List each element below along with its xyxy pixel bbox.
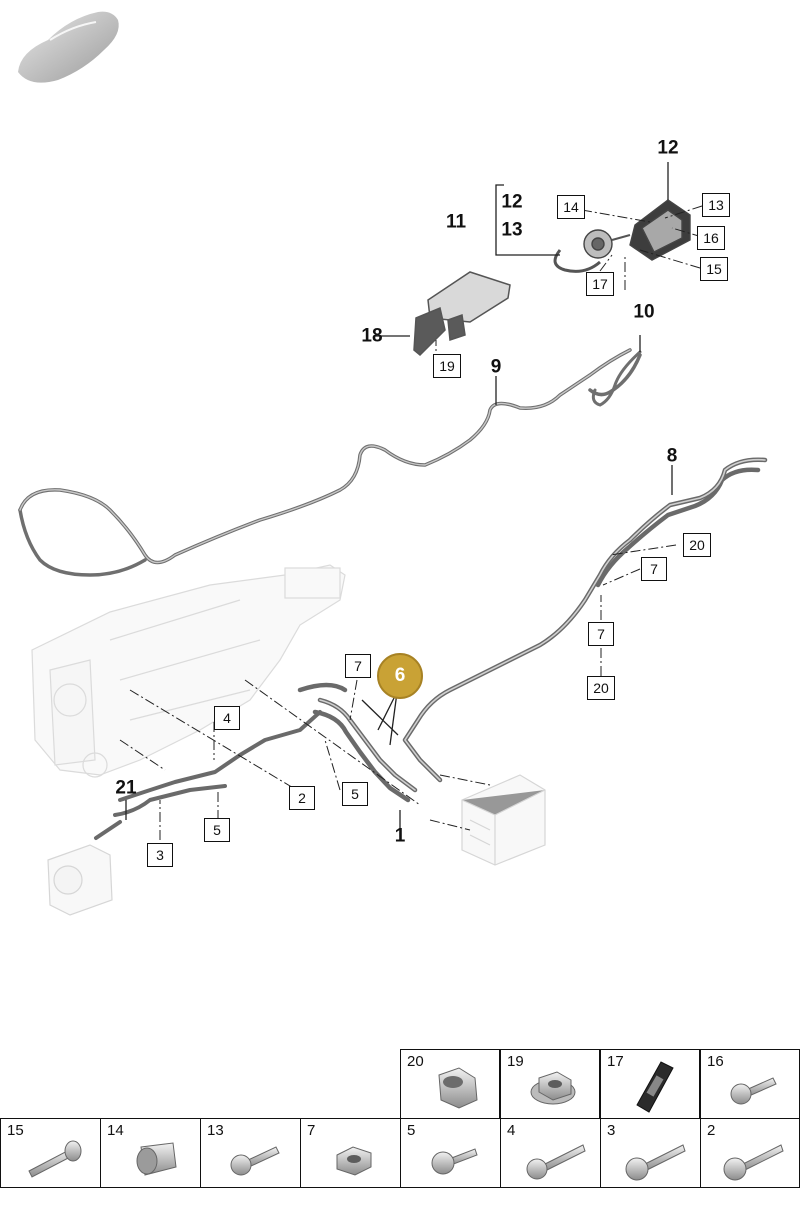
fastener-number: 5 (407, 1122, 416, 1139)
callout-8: 8 (666, 445, 678, 467)
callout-21: 21 (115, 777, 137, 799)
ref-box-7-left[interactable]: 7 (345, 654, 371, 678)
bracket-lines (125, 162, 673, 828)
refrigerant-lines (297, 457, 768, 803)
ref-box-5-left[interactable]: 5 (204, 818, 230, 842)
hex-nut-icon (336, 1146, 372, 1176)
ref-box-4[interactable]: 4 (214, 706, 240, 730)
callout-10: 10 (633, 301, 655, 323)
ref-box-2[interactable]: 2 (289, 786, 315, 810)
fastener-number: 2 (707, 1122, 716, 1139)
ref-box-7-middle[interactable]: 7 (588, 622, 614, 646)
stud-bolt-icon (28, 1140, 82, 1178)
fastener-number: 15 (7, 1122, 24, 1139)
fastener-number: 7 (307, 1122, 316, 1139)
callout-9: 9 (490, 356, 502, 378)
ref-box-14[interactable]: 14 (557, 195, 585, 219)
highlight-callout-6[interactable]: 6 (377, 653, 423, 699)
module-11 (553, 199, 691, 273)
bracket-18 (413, 271, 511, 357)
fastener-number: 17 (607, 1053, 624, 1070)
fastener-cell-3[interactable]: 3 (600, 1118, 701, 1188)
fastener-cell-7[interactable]: 7 (300, 1118, 401, 1188)
fastener-cell-16[interactable]: 16 (700, 1049, 800, 1119)
fastener-number: 20 (407, 1053, 424, 1070)
fastener-cell-13[interactable]: 13 (200, 1118, 301, 1188)
fastener-cell-2[interactable]: 2 (700, 1118, 800, 1188)
fastener-number: 16 (707, 1053, 724, 1070)
ref-box-15[interactable]: 15 (700, 257, 728, 281)
fastener-number: 4 (507, 1122, 516, 1139)
spacer-sleeve-icon (136, 1142, 177, 1176)
fastener-cell-5[interactable]: 5 (400, 1118, 501, 1188)
bolt-icon (230, 1146, 280, 1176)
callout-11: 11 (445, 211, 467, 233)
fastener-cell-14[interactable]: 14 (100, 1118, 201, 1188)
fastener-cell-15[interactable]: 15 (0, 1118, 101, 1188)
car-silhouette-icon (18, 11, 119, 83)
cable-10 (591, 350, 642, 407)
callout-18: 18 (361, 325, 383, 347)
ref-box-3[interactable]: 3 (147, 843, 173, 867)
ref-box-16[interactable]: 16 (697, 226, 725, 250)
bolt-icon (431, 1148, 478, 1175)
fastener-number: 14 (107, 1122, 124, 1139)
bolt-icon (625, 1144, 686, 1181)
fastener-cell-17[interactable]: 17 (600, 1049, 700, 1119)
bolt-icon (730, 1077, 777, 1105)
ref-box-17[interactable]: 17 (586, 272, 614, 296)
transmission-unit-icon (31, 564, 346, 778)
callout-12-top: 12 (657, 137, 679, 159)
fastener-number: 19 (507, 1053, 524, 1070)
fastener-number: 13 (207, 1122, 224, 1139)
nut-sleeve-icon (438, 1067, 478, 1109)
ref-box-7-upper[interactable]: 7 (641, 557, 667, 581)
callout-1: 1 (394, 825, 406, 847)
compressor-lines (94, 710, 322, 840)
fastener-cell-4[interactable]: 4 (500, 1118, 601, 1188)
ac-compressor-icon (47, 844, 113, 916)
ref-box-19[interactable]: 19 (433, 354, 461, 378)
bolt-icon (723, 1144, 784, 1181)
flange-nut-icon (530, 1071, 576, 1105)
cable-harness-9 (18, 348, 642, 577)
callout-13-bracket: 13 (501, 219, 523, 241)
callout-12-bracket: 12 (501, 191, 523, 213)
ref-box-13[interactable]: 13 (702, 193, 730, 217)
ref-box-20-upper[interactable]: 20 (683, 533, 711, 557)
battery-module-icon (461, 774, 546, 866)
clip-icon (636, 1061, 674, 1113)
ref-box-5-right[interactable]: 5 (342, 782, 368, 806)
fastener-number: 3 (607, 1122, 616, 1139)
fastener-cell-20[interactable]: 20 (400, 1049, 500, 1119)
fastener-cell-19[interactable]: 19 (500, 1049, 600, 1119)
ref-box-20-lower[interactable]: 20 (587, 676, 615, 700)
bolt-icon (526, 1144, 586, 1180)
